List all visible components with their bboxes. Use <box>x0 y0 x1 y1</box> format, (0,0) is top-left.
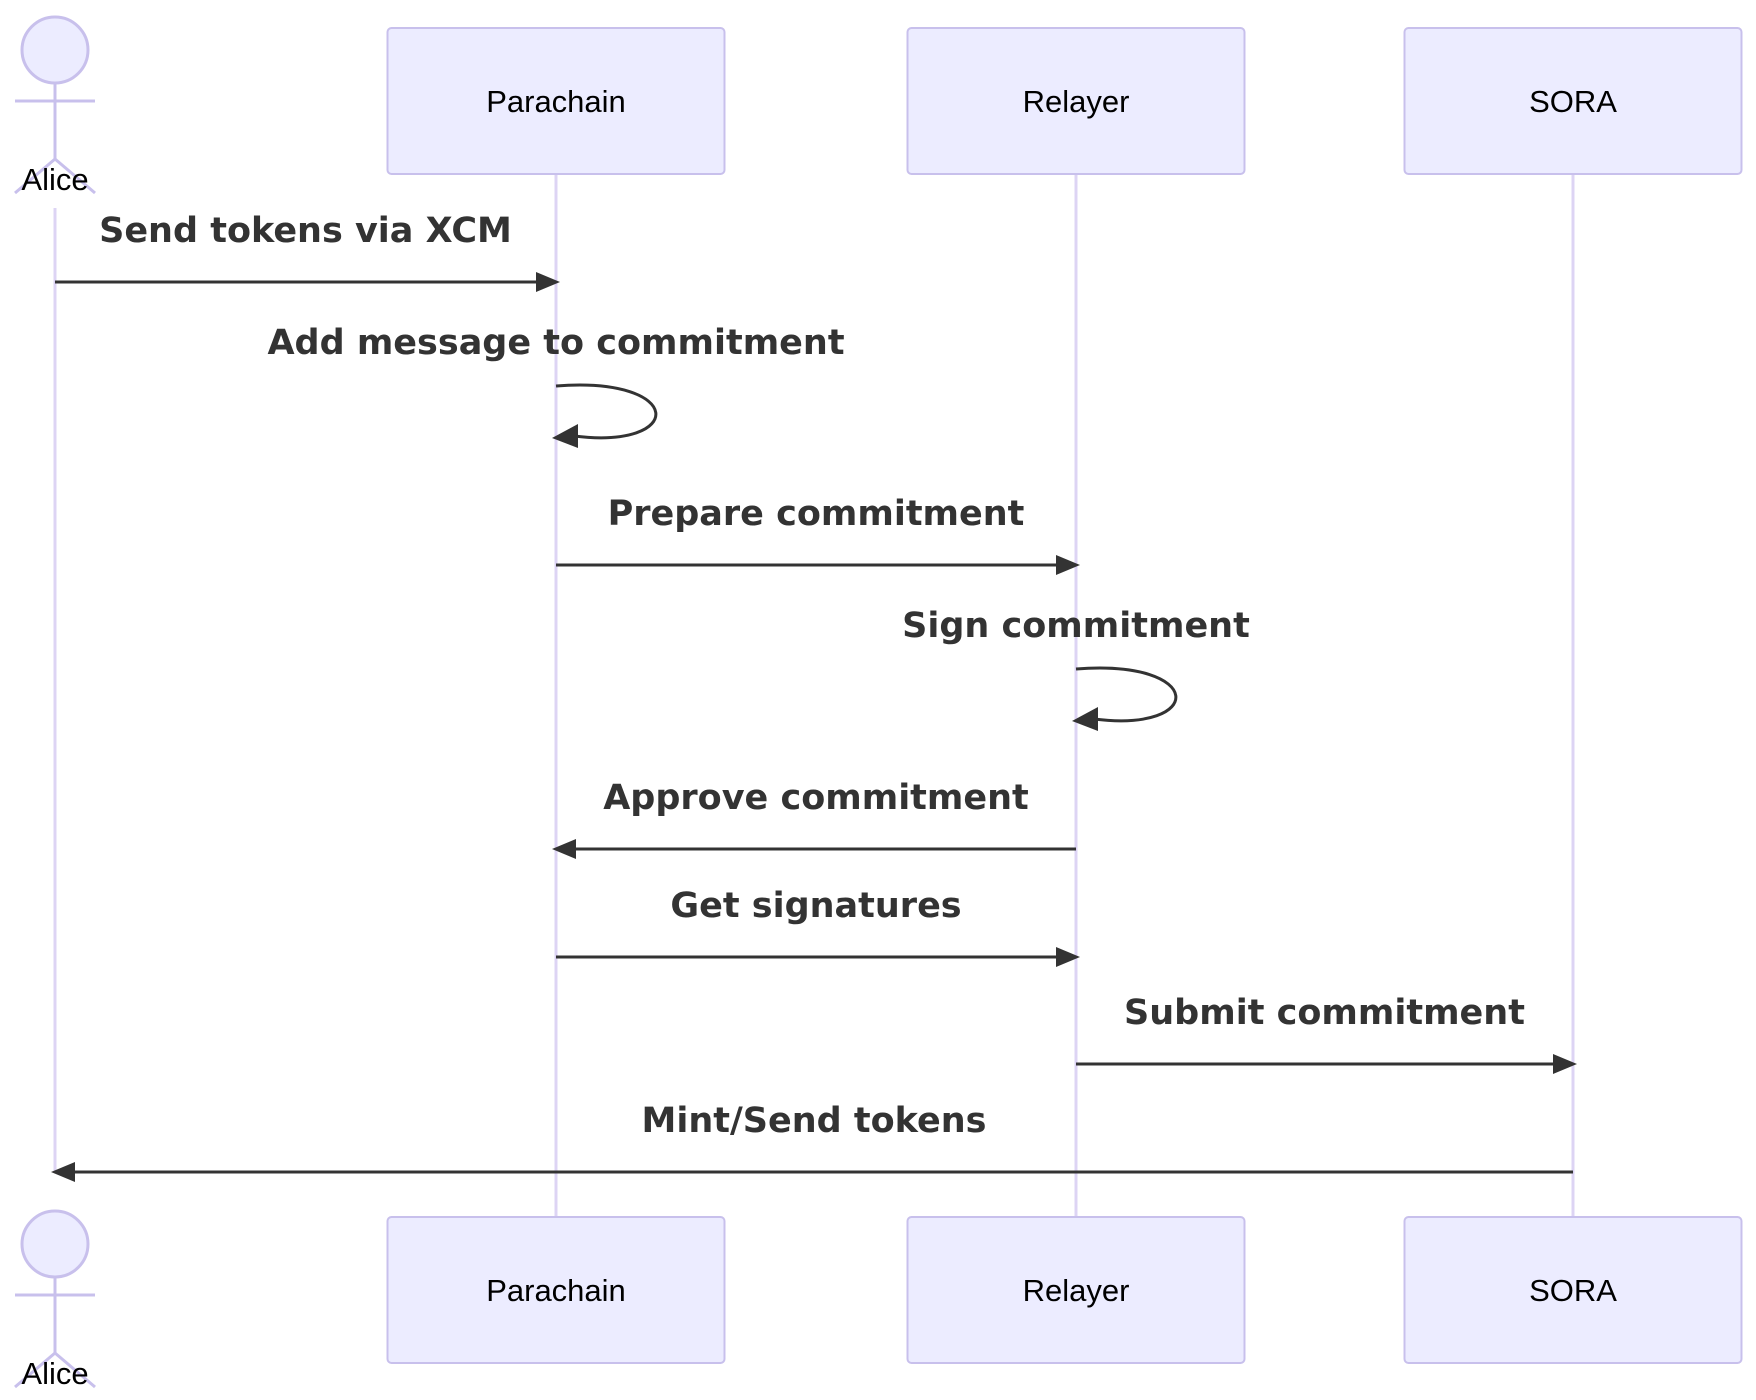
message-3: Prepare commitment <box>556 494 1080 575</box>
self-message-loop <box>555 383 658 440</box>
message-label: Add message to commitment <box>267 323 844 363</box>
message-label: Mint/Send tokens <box>642 1101 987 1141</box>
participants-top: Alice Parachain Relayer SORA <box>14 15 1743 197</box>
message-label: Get signatures <box>670 886 961 926</box>
actor-right-leg <box>54 1351 96 1389</box>
participant-sora-top: SORA <box>1403 27 1743 175</box>
participant-box <box>386 1216 726 1364</box>
actor-left-leg <box>14 1351 56 1389</box>
arrowhead <box>1056 555 1080 575</box>
participant-label: Parachain <box>486 1273 626 1308</box>
message-7: Submit commitment <box>1076 993 1577 1074</box>
lifelines <box>53 174 1575 1217</box>
actor-label: Alice <box>21 162 88 197</box>
message-label: Approve commitment <box>603 778 1029 818</box>
participant-label: Relayer <box>1023 1273 1130 1308</box>
participant-parachain-top: Parachain <box>386 27 726 175</box>
message-8: Mint/Send tokens <box>51 1101 1573 1182</box>
actor-left-leg <box>14 157 56 195</box>
arrowhead <box>1553 1054 1577 1074</box>
message-2: Add message to commitment <box>267 323 845 448</box>
participant-box <box>1403 1216 1743 1364</box>
arrowhead <box>536 272 560 292</box>
participant-box <box>906 27 1246 175</box>
participant-box <box>386 27 726 175</box>
participant-label: SORA <box>1529 84 1617 119</box>
arrowhead <box>552 839 576 859</box>
actor-alice-top: Alice <box>14 15 96 197</box>
actor-alice-bottom: Alice <box>14 1209 96 1391</box>
arrowhead <box>51 1162 75 1182</box>
message-6: Get signatures <box>556 886 1080 967</box>
participant-label: Relayer <box>1023 84 1130 119</box>
message-label: Submit commitment <box>1124 993 1525 1033</box>
message-1: Send tokens via XCM <box>55 211 560 292</box>
participant-label: SORA <box>1529 1273 1617 1308</box>
participants-bottom: Alice Parachain Relayer SORA <box>14 1209 1743 1391</box>
actor-head <box>20 15 90 85</box>
participant-parachain-bottom: Parachain <box>386 1216 726 1364</box>
message-label: Prepare commitment <box>608 494 1025 534</box>
participant-sora-bottom: SORA <box>1403 1216 1743 1364</box>
message-label: Send tokens via XCM <box>99 211 512 251</box>
actor-label: Alice <box>21 1356 88 1391</box>
arrowhead <box>1056 947 1080 967</box>
participant-label: Parachain <box>486 84 626 119</box>
participant-relayer-bottom: Relayer <box>906 1216 1246 1364</box>
message-label: Sign commitment <box>902 606 1250 646</box>
self-message-loop <box>1075 666 1178 723</box>
participant-relayer-top: Relayer <box>906 27 1246 175</box>
actor-head <box>20 1209 90 1279</box>
message-5: Approve commitment <box>552 778 1076 859</box>
arrowhead <box>1072 707 1098 731</box>
arrowhead <box>552 424 578 448</box>
participant-box <box>906 1216 1246 1364</box>
message-4: Sign commitment <box>902 606 1250 731</box>
participant-box <box>1403 27 1743 175</box>
actor-right-leg <box>54 157 96 195</box>
messages: Send tokens via XCM Add message to commit… <box>51 211 1577 1182</box>
